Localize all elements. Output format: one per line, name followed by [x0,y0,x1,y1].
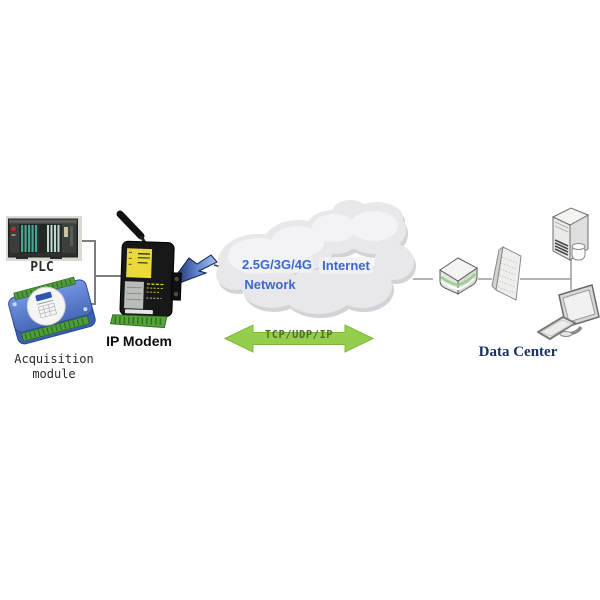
firewall-icon [491,245,522,301]
server-icon [551,207,590,261]
server-vent-grid [554,239,569,256]
acquisition-module-icon [8,276,96,345]
cloud-network-label-line2: Network [244,277,296,292]
ip-modem-icon [109,210,182,329]
antenna-icon [116,210,147,244]
cloud-network-label-line1: 2.5G/3G/4G [241,256,313,273]
acquisition-module-label: Acquisition module [2,352,106,382]
plc-label: PLC [30,260,54,275]
tcp-udp-ip-arrow-icon [224,324,374,353]
data-center-label: Data Center [478,344,558,360]
router-icon [439,257,478,295]
monitor-icon [558,284,600,337]
acquisition-label-line2: module [32,367,76,381]
acquisition-label-line1: Acquisition [14,352,94,366]
keyboard-icon [537,316,576,340]
plc-icon [8,218,78,259]
ip-modem-label: IP Modem [106,333,172,349]
cloud-internet-label: Internet [319,257,373,274]
tcp-udp-ip-label: TCP/UDP/IP [264,329,334,341]
double-arrow-shape [224,324,374,353]
